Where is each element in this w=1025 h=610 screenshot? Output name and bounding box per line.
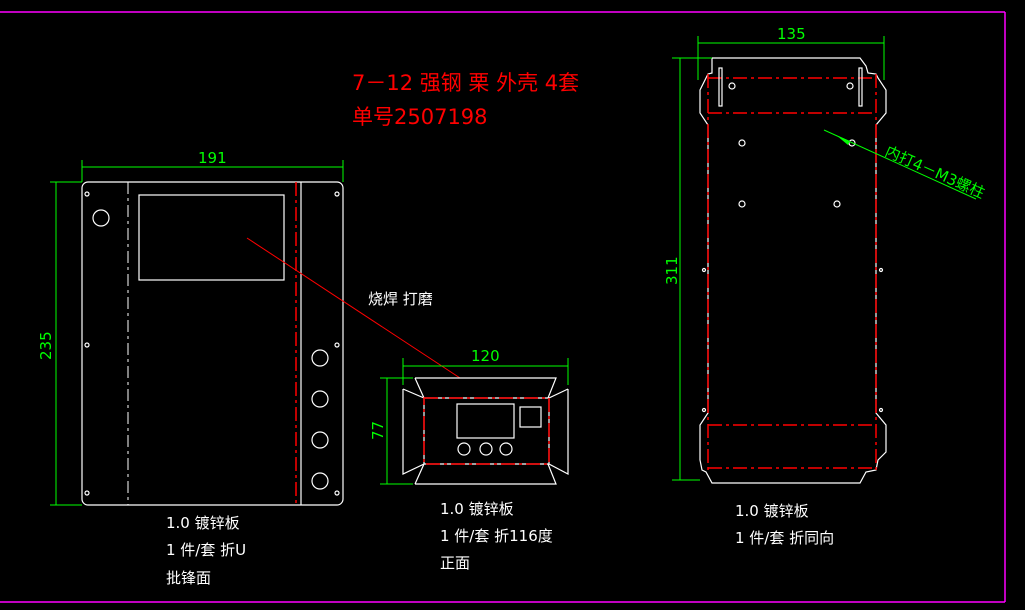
svg-text:1.0 镀锌板: 1.0 镀锌板: [735, 502, 809, 520]
svg-text:1.0 镀锌板: 1.0 镀锌板: [440, 500, 514, 518]
weld-annotation: 烧焊 打磨: [368, 290, 433, 308]
side-panel-part[interactable]: [402, 377, 569, 485]
dimension-right-height: 311: [663, 57, 712, 481]
title-line1: 7－12 强钢 栗 外壳 4套: [352, 71, 579, 95]
notes-middle: 1.0 镀锌板 1 件/套 折116度 正面: [440, 500, 553, 572]
dimension-mid-height: 77: [369, 377, 413, 485]
sheet-border: [0, 11, 1006, 603]
weld-leader-line: [246, 237, 461, 379]
svg-text:135: 135: [777, 25, 806, 43]
u-shell-part[interactable]: [699, 57, 887, 484]
dimension-left-width: 191: [81, 149, 344, 182]
dimension-mid-width: 120: [402, 347, 569, 385]
notes-left: 1.0 镀锌板 1 件/套 折U 批锋面: [166, 514, 246, 587]
svg-text:正面: 正面: [440, 554, 470, 572]
svg-text:235: 235: [37, 331, 55, 360]
dimension-left-height: 235: [37, 181, 82, 506]
svg-text:内打4－M3螺柱: 内打4－M3螺柱: [882, 142, 987, 202]
svg-text:77: 77: [369, 421, 387, 440]
svg-text:1 件/套 折U: 1 件/套 折U: [166, 541, 246, 559]
svg-text:311: 311: [663, 256, 681, 285]
notes-right: 1.0 镀锌板 1 件/套 折同向: [735, 502, 834, 547]
thread-leader: 内打4－M3螺柱: [823, 129, 987, 202]
svg-text:1.0 镀锌板: 1.0 镀锌板: [166, 514, 240, 532]
svg-text:191: 191: [198, 149, 227, 167]
svg-text:1 件/套 折116度: 1 件/套 折116度: [440, 527, 553, 545]
dimension-right-width: 135: [697, 25, 885, 80]
screen-cutout: [138, 194, 285, 281]
svg-text:批锋面: 批锋面: [166, 569, 211, 587]
svg-text:1 件/套 折同向: 1 件/套 折同向: [735, 529, 834, 547]
title-line2: 单号2507198: [352, 105, 488, 129]
front-panel-part[interactable]: [81, 181, 344, 506]
svg-text:120: 120: [471, 347, 500, 365]
